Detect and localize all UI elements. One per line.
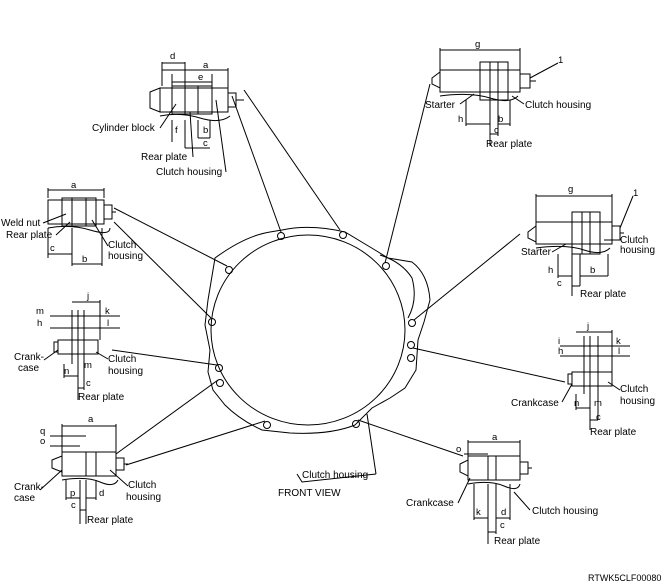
dim-a: a [71, 180, 77, 191]
label-case-d: case [14, 493, 36, 504]
dim-n: n [574, 398, 579, 409]
detail-crankcase-bottom-left: a q o p d c Crank- case Clutch housing R… [14, 414, 161, 526]
detail-crankcase-left: j m h k l n m c Crank- case Clutch housi… [14, 291, 143, 403]
label-crankcase-g: Crankcase [511, 398, 559, 409]
dim-g: g [568, 184, 573, 195]
dim-a: a [203, 60, 209, 71]
label-rear-plate-c: Rear plate [78, 392, 125, 403]
dim-a: a [492, 432, 498, 443]
dim-g: g [475, 39, 480, 50]
label-clutch-housing-h: Clutch housing [532, 506, 598, 517]
dim-f: f [175, 125, 178, 136]
clutch-housing-front-view: FRONT VIEW Clutch housing [204, 226, 431, 499]
label-clutch-housing-e: Clutch housing [525, 100, 591, 111]
dim-a: a [88, 414, 94, 425]
label-rear-plate-a: Rear plate [141, 152, 188, 163]
dim-i: i [558, 336, 560, 347]
dim-k: k [476, 507, 481, 518]
label-crankcase-h: Crankcase [406, 498, 454, 509]
label-clutch-housing-a: Clutch housing [156, 167, 222, 178]
callout-1-top: 1 [558, 55, 563, 66]
dim-m: m [594, 398, 602, 409]
detail-crankcase-right: j i h k l n m c Crankcase Clutch housing… [511, 321, 655, 438]
dim-b: b [590, 265, 595, 276]
dim-d: d [99, 488, 104, 499]
label-case-c: case [18, 363, 40, 374]
front-view-label: FRONT VIEW [278, 488, 341, 499]
detail-leaders [111, 83, 566, 466]
dim-e: e [198, 72, 203, 83]
label-clutch-b: Clutch [108, 240, 136, 251]
label-housing-f: housing [620, 245, 655, 256]
label-crank-d: Crank- [14, 482, 44, 493]
label-rear-plate-g: Rear plate [590, 427, 637, 438]
bolt-holes [208, 231, 416, 429]
label-starter-f: Starter [521, 247, 552, 258]
label-clutch-c: Clutch [108, 354, 136, 365]
dim-c: c [50, 243, 55, 254]
dim-c: c [557, 278, 562, 289]
label-housing-c: housing [108, 366, 143, 377]
dim-m: m [84, 360, 92, 371]
dim-m-top: m [36, 306, 44, 317]
dim-h: h [548, 265, 553, 276]
dim-b: b [203, 125, 208, 136]
label-cylinder-block: Cylinder block [92, 123, 156, 134]
label-clutch-f: Clutch [620, 235, 648, 246]
label-starter-e: Starter [425, 100, 456, 111]
label-weld-nut: Weld nut [1, 218, 41, 229]
detail-cylinder-block: d a e f b c Cylinder block Rear plate Cl… [92, 51, 244, 178]
label-rear-plate-b: Rear plate [6, 230, 53, 241]
dim-c: c [500, 520, 505, 531]
detail-starter-top: g h b c 1 Starter Clutch housing Rear pl… [425, 39, 591, 150]
dim-c: c [71, 500, 76, 511]
dim-j: j [86, 291, 89, 302]
dim-c: c [86, 378, 91, 389]
figure-code: RTWK5CLF000801 [588, 573, 662, 583]
detail-weld-nut: a c b Weld nut Rear plate Clutch housing [1, 180, 143, 266]
dim-o: o [456, 444, 461, 455]
dim-h: h [458, 114, 463, 125]
label-housing-g: housing [620, 396, 655, 407]
dim-c: c [203, 138, 208, 149]
dim-o: o [40, 436, 45, 447]
label-clutch-d: Clutch [128, 480, 156, 491]
center-clutch-housing-label: Clutch housing [302, 470, 368, 481]
label-rear-plate-h: Rear plate [494, 536, 541, 547]
dim-h: h [558, 346, 563, 357]
label-housing-d: housing [126, 492, 161, 503]
dim-d: d [501, 507, 506, 518]
dim-c: c [596, 412, 601, 423]
callout-1-right: 1 [633, 188, 638, 199]
dim-j: j [586, 321, 589, 332]
label-rear-plate-d: Rear plate [87, 515, 134, 526]
dim-p: p [70, 488, 75, 499]
dim-n: n [64, 366, 69, 377]
housing-outline [204, 226, 431, 434]
dim-l: l [107, 318, 109, 329]
dim-k: k [105, 306, 110, 317]
dim-h: h [37, 318, 42, 329]
dim-b: b [498, 114, 503, 125]
dim-k: k [616, 336, 621, 347]
dim-q: q [40, 426, 45, 437]
label-rear-plate-e: Rear plate [486, 139, 533, 150]
detail-starter-right: g h b c 1 Starter Clutch housing Rear pl… [521, 184, 655, 300]
dim-b: b [82, 254, 87, 265]
detail-crankcase-bottom-right: a o k d c Crankcase Clutch housing Rear … [406, 432, 598, 547]
dim-c: c [494, 125, 499, 136]
center-leader [296, 473, 377, 483]
starter-boss-outline [379, 254, 415, 319]
housing-bore [210, 234, 406, 426]
dim-l: l [618, 346, 620, 357]
dim-d: d [170, 51, 175, 62]
label-housing-b: housing [108, 251, 143, 262]
label-clutch-g: Clutch [620, 384, 648, 395]
label-rear-plate-f: Rear plate [580, 289, 627, 300]
label-crank-c: Crank- [14, 352, 44, 363]
